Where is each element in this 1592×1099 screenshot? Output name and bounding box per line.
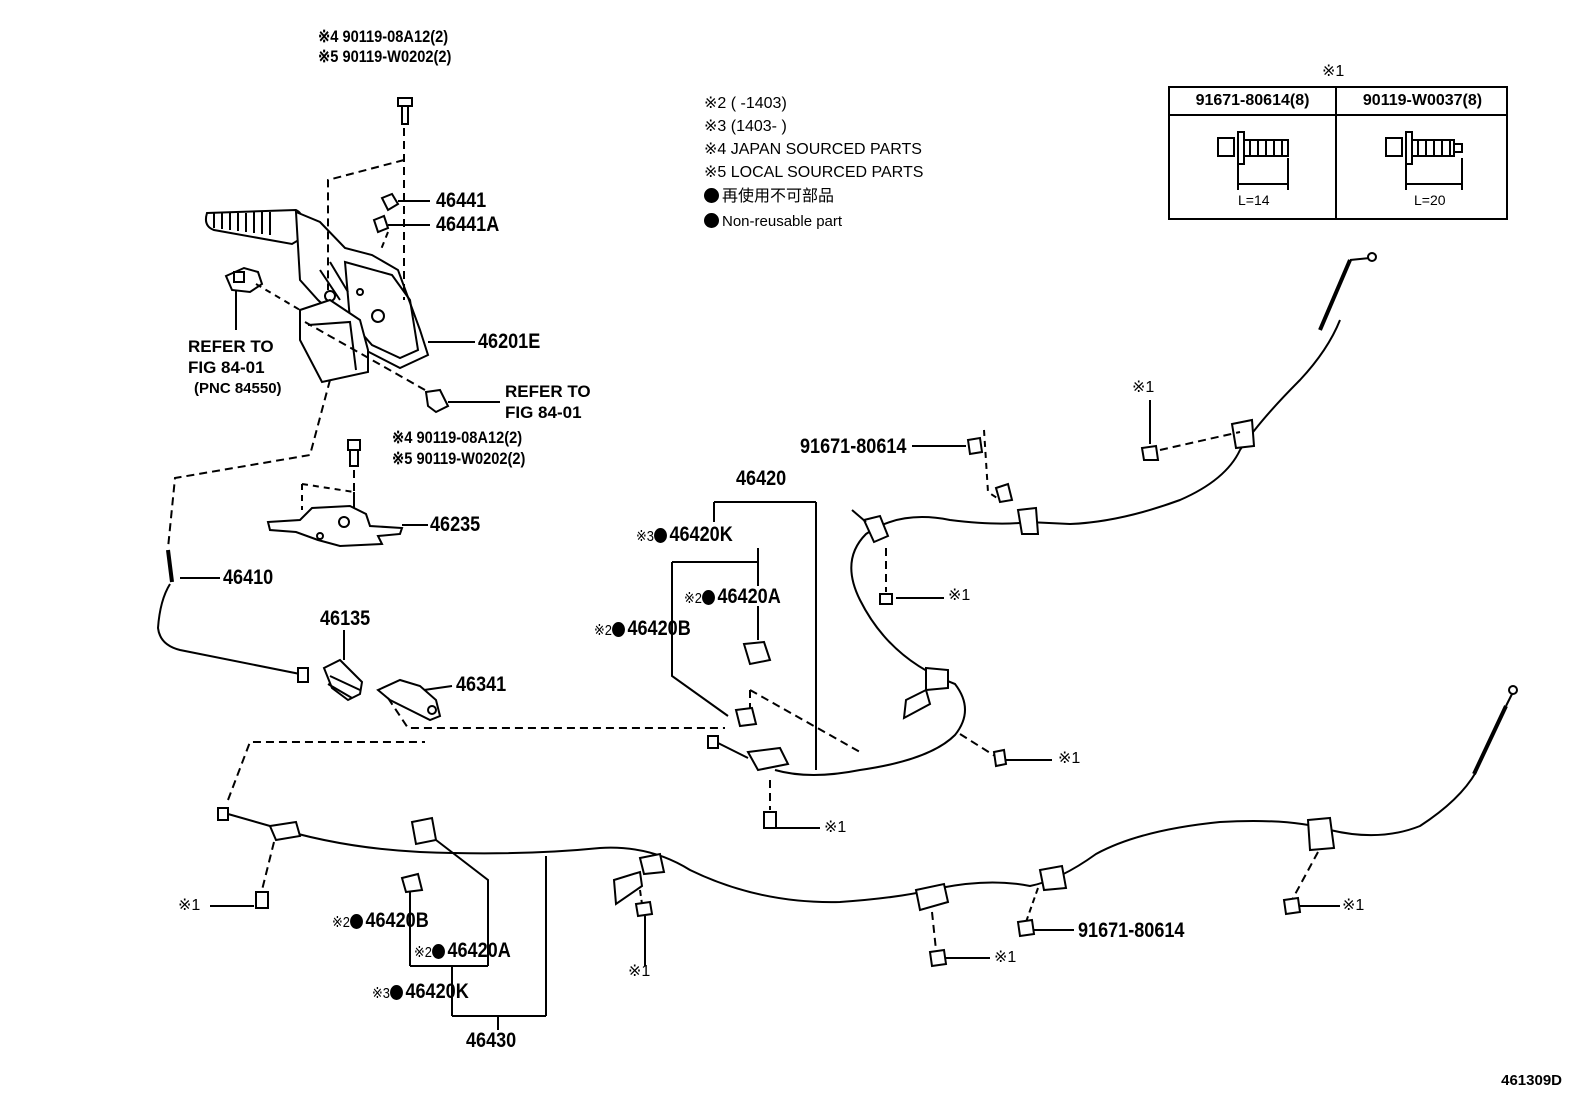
part-46420: 46420 — [736, 467, 787, 490]
switch-bracket-illustration — [224, 266, 301, 330]
nonreusable-dot-icon — [653, 528, 667, 543]
bolt-table-col2-length: L=20 — [1414, 192, 1446, 208]
equalizer-46341-illustration — [376, 678, 725, 729]
clip-46420b-upper-illustration — [671, 548, 759, 728]
mid-bolt-label-japan: ※4 90119-08A12(2) — [392, 428, 523, 447]
bolt-table-col1-length: L=14 — [1238, 192, 1270, 208]
marker-1-b: ※1 — [948, 587, 971, 604]
nonreusable-dot-icon — [704, 213, 719, 228]
part-46201e: 46201E — [478, 330, 541, 353]
lever-bolt-mid — [347, 439, 361, 508]
bolt-table-col2-part: 90119-W0037(8) — [1337, 88, 1508, 116]
marker-1-e: ※1 — [178, 897, 201, 914]
right-cable-46420 — [707, 252, 1377, 776]
refer-right-line2: FIG 84-01 — [505, 403, 582, 422]
left-cable-46430 — [217, 685, 1518, 912]
clip-46441-illustration — [372, 192, 430, 253]
parking-brake-lever-illustration — [204, 208, 430, 384]
equalizer-46135-illustration — [322, 630, 364, 702]
lever-bolt-top — [327, 97, 413, 300]
bracket-46235-illustration — [266, 483, 428, 548]
refer-left-line1: REFER TO — [188, 337, 274, 356]
nonreusable-dot-icon — [389, 985, 403, 1000]
marker-1-c: ※1 — [1058, 750, 1081, 767]
bolt-table: 91671-80614(8) 90119-W0037(8) L=14 L=20 — [1168, 86, 1508, 220]
part-46235: 46235 — [430, 513, 481, 536]
part-46410: 46410 — [223, 566, 274, 589]
part-46441a: 46441A — [436, 213, 500, 236]
lever-cable-path — [167, 379, 331, 549]
legend-note-3: ※3 (1403- ) — [704, 118, 787, 135]
legend-note-5: ※5 LOCAL SOURCED PARTS — [704, 164, 924, 181]
bolt-table-marker: ※1 — [1322, 63, 1345, 80]
top-bolt-label-local: ※5 90119-W0202(2) — [318, 47, 452, 66]
marker-1-g: ※1 — [994, 949, 1017, 966]
refer-bolt-right — [304, 321, 500, 414]
legend-nonreusable-en: Non-reusable part — [704, 213, 842, 229]
mid-bolt-label-local: ※5 90119-W0202(2) — [392, 449, 526, 468]
legend-nonreusable-jp: 再使用不可部品 — [704, 188, 834, 205]
table-bolt-drawings — [1217, 131, 1463, 190]
nonreusable-dot-icon — [704, 188, 719, 203]
part-91671-80614-lower: 91671-80614 — [1078, 919, 1185, 942]
bolt-upper-set — [763, 400, 1241, 829]
part-46430: 46430 — [466, 1029, 517, 1052]
marker-1-d: ※1 — [824, 819, 847, 836]
refer-right-line1: REFER TO — [505, 382, 591, 401]
clip-46420a-upper-illustration — [742, 606, 861, 753]
top-bolt-label-japan: ※4 90119-08A12(2) — [318, 27, 449, 46]
clip-46420a-lower-illustration — [410, 816, 489, 967]
marker-1-a: ※1 — [1132, 379, 1155, 396]
marker-1-f: ※1 — [628, 963, 651, 980]
clip-46420b-lower-illustration — [400, 856, 547, 1030]
front-cable-46410 — [156, 549, 309, 683]
part-91671-80614-upper: 91671-80614 — [800, 435, 907, 458]
bolt-table-col1-part: 91671-80614(8) — [1170, 88, 1335, 116]
refer-left-line3: (PNC 84550) — [194, 380, 282, 397]
marker-1-h: ※1 — [1342, 897, 1365, 914]
legend-note-2: ※2 ( -1403) — [704, 95, 787, 112]
nonreusable-dot-icon — [701, 590, 715, 605]
refer-left-line2: FIG 84-01 — [188, 358, 265, 377]
part-46441: 46441 — [436, 189, 487, 212]
bolt-lower-set — [210, 841, 1340, 968]
nonreusable-dot-icon — [611, 622, 625, 637]
nonreusable-dot-icon — [349, 914, 363, 929]
part-46135: 46135 — [320, 607, 371, 630]
legend-note-4: ※4 JAPAN SOURCED PARTS — [704, 141, 922, 158]
nonreusable-dot-icon — [431, 944, 445, 959]
figure-number: 461309D — [1501, 1072, 1562, 1089]
part-46341: 46341 — [456, 673, 507, 696]
